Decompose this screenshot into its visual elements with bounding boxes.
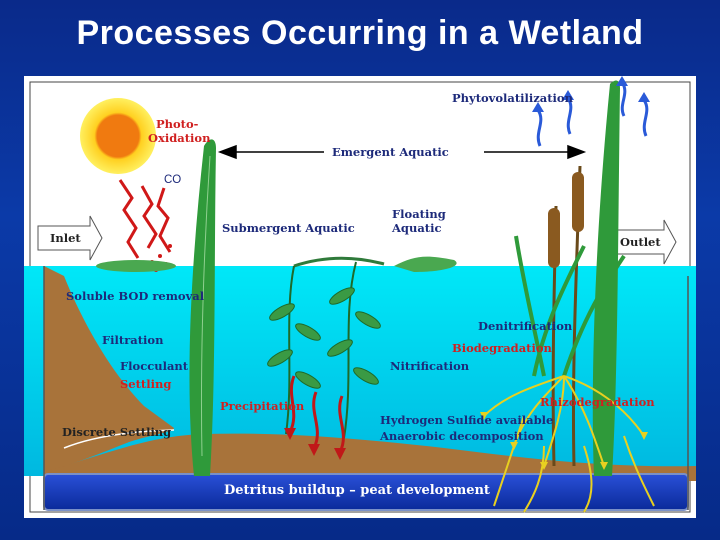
slide-title: Processes Occurring in a Wetland [76, 14, 644, 52]
label-biodegradation: Biodegradation [452, 341, 552, 355]
label-co: CO [164, 174, 182, 186]
floating-plant [394, 256, 457, 272]
label-outlet: Outlet [620, 235, 661, 249]
left-bank [44, 266, 174, 471]
emergent-leaf-right [592, 80, 620, 476]
floating-pad-left [96, 260, 176, 272]
light-rays [118, 179, 172, 259]
label-floating-aquatic-1: Floating [392, 207, 446, 221]
label-denitrification: Denitrification [478, 319, 573, 333]
label-anaerobic-decomposition: Anaerobic decomposition [380, 429, 544, 443]
label-phytovolatilization: Phytovolatilization [452, 91, 573, 105]
label-soluble-bod-removal: Soluble BOD removal [66, 289, 205, 303]
label-discrete-settling: Discrete Settling [62, 425, 172, 439]
submergent-plants [267, 261, 381, 439]
label-rhizodegradation: Rhizodegradation [540, 395, 655, 409]
precipitation-arrows [288, 375, 345, 453]
label-detritus: Detritus buildup – peat development [224, 483, 490, 498]
label-hydrogen-sulfide: Hydrogen Sulfide available [380, 413, 554, 427]
label-flocculant: Flocculant [120, 359, 189, 373]
label-nitrification: Nitrification [390, 359, 470, 373]
rhizome-roots [483, 375, 655, 513]
label-precipitation: Precipitation [220, 399, 305, 413]
sun-icon [80, 98, 156, 174]
outlet-arrow [611, 219, 677, 265]
label-settling: Settling [120, 377, 172, 391]
wetland-scene [24, 76, 696, 513]
label-floating-aquatic-2: Aquatic [392, 221, 442, 235]
label-inlet: Inlet [50, 231, 81, 245]
emergent-arrows [217, 144, 587, 160]
cattails [514, 165, 626, 467]
label-filtration: Filtration [102, 333, 164, 347]
label-photo-oxidation-2: Oxidation [148, 131, 211, 145]
inlet-arrow [37, 215, 103, 261]
label-photo-oxidation-1: Photo- [156, 117, 199, 131]
label-emergent-aquatic: Emergent Aquatic [332, 145, 449, 159]
label-submergent-aquatic: Submergent Aquatic [222, 221, 355, 235]
wetland-diagram: Phytovolatilization Photo- Oxidation CO … [24, 76, 696, 518]
